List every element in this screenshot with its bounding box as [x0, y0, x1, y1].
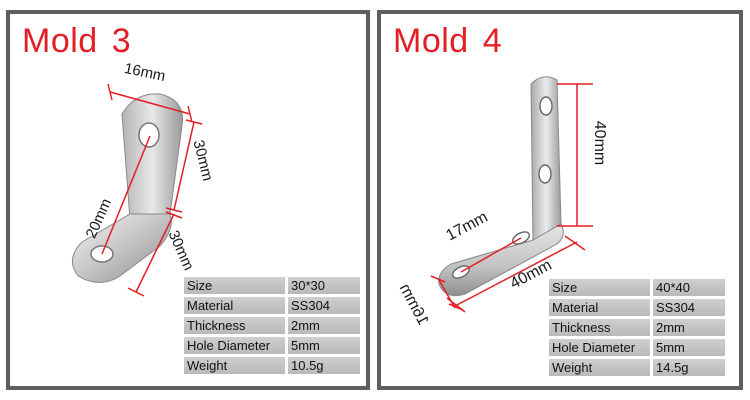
- bracket-horizontal-leg: [438, 223, 564, 297]
- mold-3-title-word: Mold: [22, 22, 98, 60]
- upper-hole: [138, 122, 160, 148]
- mold-3-title-number: 3: [111, 22, 132, 60]
- bracket-bottom-leg: [71, 213, 172, 283]
- middle-hole: [538, 164, 552, 184]
- mold-4-title: Mold 4: [393, 22, 502, 61]
- mold-3-title: Mold 3: [22, 22, 131, 61]
- mold-4-dimension-lines: [430, 83, 593, 313]
- bracket-upright-leg: [121, 93, 184, 220]
- mold-3-panel: Mold 3: [6, 10, 370, 390]
- mold-4-bracket-image: [430, 76, 593, 313]
- mold-4-height-dimension: 40mm: [591, 120, 609, 166]
- mold-3-bracket-image: [71, 83, 203, 297]
- bracket-vertical-leg: [530, 76, 562, 241]
- upper-hole: [539, 96, 553, 116]
- mold-4-panel: Mold 4: [377, 10, 743, 390]
- mold-3-dimension-lines: [101, 83, 203, 297]
- mold-4-title-number: 4: [482, 22, 503, 60]
- mold-4-title-word: Mold: [393, 22, 469, 60]
